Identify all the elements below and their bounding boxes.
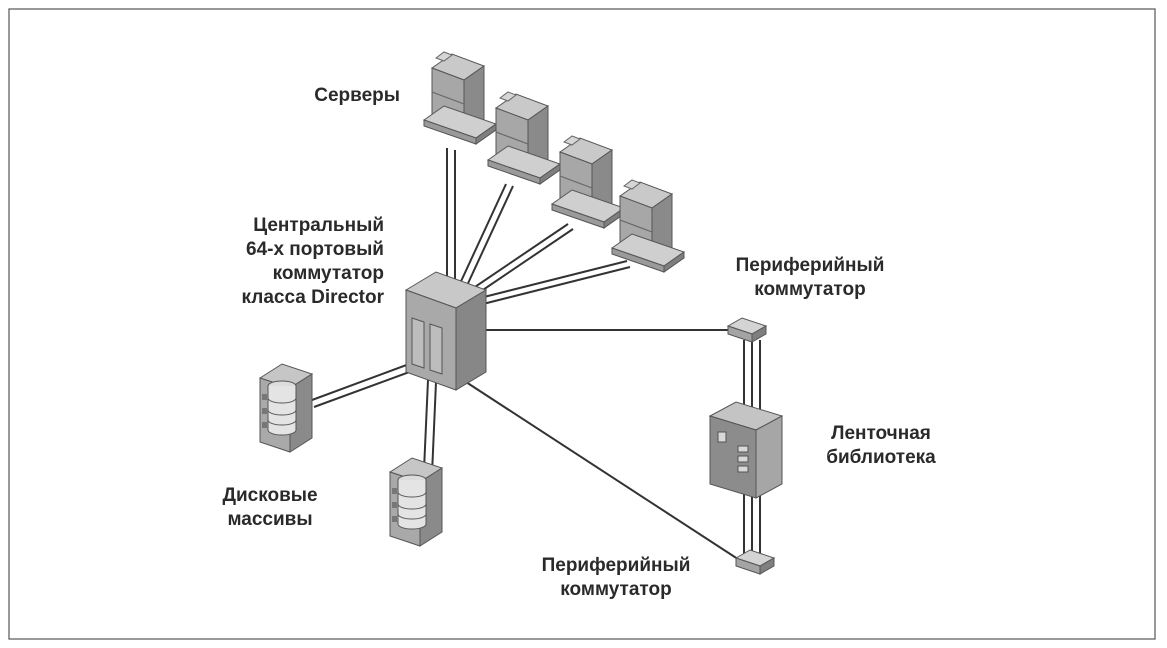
tape-library-label-line-1: Ленточная — [831, 423, 931, 444]
server-2-icon — [487, 91, 561, 185]
director-label: Центральный 64-х портовый коммутатор кла… — [196, 214, 384, 310]
disk-arrays-label-line-1: Дисковые — [222, 485, 318, 506]
server-1-icon — [423, 51, 497, 145]
edge-switch-bottom-icon — [735, 549, 775, 575]
links — [311, 148, 761, 564]
link-disk-2 — [423, 379, 429, 471]
director-label-line-1: Центральный — [253, 215, 384, 236]
link-server-2b — [463, 185, 514, 293]
edge-switch-top-label-line-1: Периферийный — [735, 255, 885, 276]
tape-library-label: Ленточная библиотека — [806, 422, 956, 470]
tape-library-icon — [708, 401, 784, 499]
link-disk-2b — [431, 381, 437, 475]
link-server-3 — [465, 223, 569, 294]
server-3-icon — [551, 135, 625, 229]
director-label-line-2: 64-х портовый — [246, 239, 384, 260]
server-4-icon — [611, 179, 685, 273]
edge-switch-bottom-label-line-1: Периферийный — [541, 555, 691, 576]
servers-label: Серверы — [262, 84, 400, 108]
disk-array-1-icon — [259, 363, 313, 453]
link-server-2 — [456, 183, 507, 291]
servers-label-text: Серверы — [314, 85, 400, 106]
disk-arrays-label: Дисковые массивы — [200, 484, 340, 532]
disk-arrays-label-line-2: массивы — [227, 509, 313, 530]
edge-switch-top-label: Периферийный коммутатор — [722, 254, 898, 302]
edge-switch-top-icon — [727, 317, 767, 343]
director-label-line-4: класса Director — [241, 287, 384, 308]
frame — [8, 8, 1156, 640]
tape-library-label-line-2: библиотека — [826, 447, 936, 468]
link-server-3b — [470, 228, 574, 299]
link-server-4b — [474, 266, 631, 307]
director-switch-icon — [404, 271, 488, 391]
link-server-4 — [471, 260, 628, 301]
director-label-line-3: коммутатор — [272, 263, 384, 284]
link-edge-bottom — [465, 381, 745, 564]
edge-switch-bottom-label-line-2: коммутатор — [560, 579, 672, 600]
link-disk-1 — [311, 359, 421, 401]
edge-switch-bottom-label: Периферийный коммутатор — [526, 554, 706, 602]
edge-switch-top-label-line-2: коммутатор — [754, 279, 866, 300]
link-disk-1b — [313, 366, 424, 408]
disk-array-2-icon — [389, 457, 443, 547]
